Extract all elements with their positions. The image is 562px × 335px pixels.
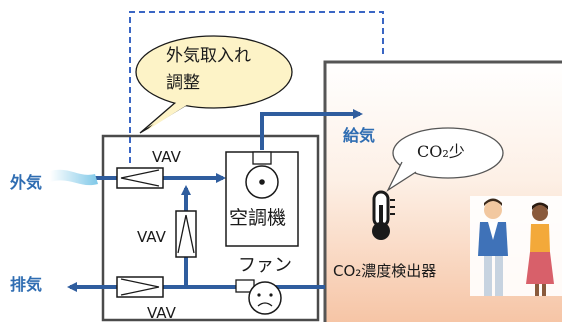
vav-top-damper xyxy=(116,167,164,189)
thermometer-icon xyxy=(372,190,395,240)
vav-middle-damper xyxy=(175,210,197,258)
ac-unit-label: 空調機 xyxy=(229,207,287,229)
exhaust-label: 排気 xyxy=(10,275,43,294)
outside-air-label: 外気 xyxy=(10,173,43,192)
adjust-bubble xyxy=(135,35,293,134)
vav-middle-label: VAV xyxy=(137,228,166,246)
co2-bubble xyxy=(386,127,504,192)
supply-duct xyxy=(260,109,363,150)
co2-sensor-label: CO₂濃度検出器 xyxy=(333,262,437,280)
fan-label: ファン xyxy=(238,255,292,276)
ac-unit xyxy=(225,151,299,247)
vav-bottom-damper xyxy=(116,276,164,298)
wind-icon xyxy=(50,169,98,186)
fan-face-icon xyxy=(235,279,282,315)
adjust-bubble-line1: 外気取入れ xyxy=(166,46,251,66)
vav-top-label: VAV xyxy=(152,148,181,166)
mechanical-room xyxy=(101,134,320,322)
supply-label: 給気 xyxy=(343,126,376,145)
people-icon xyxy=(470,196,562,296)
adjust-bubble-line2: 調整 xyxy=(166,73,200,93)
vav-bottom-label: VAV xyxy=(147,304,176,322)
control-dashed-line xyxy=(129,11,384,163)
co2-bubble-label: CO₂少 xyxy=(417,142,465,161)
